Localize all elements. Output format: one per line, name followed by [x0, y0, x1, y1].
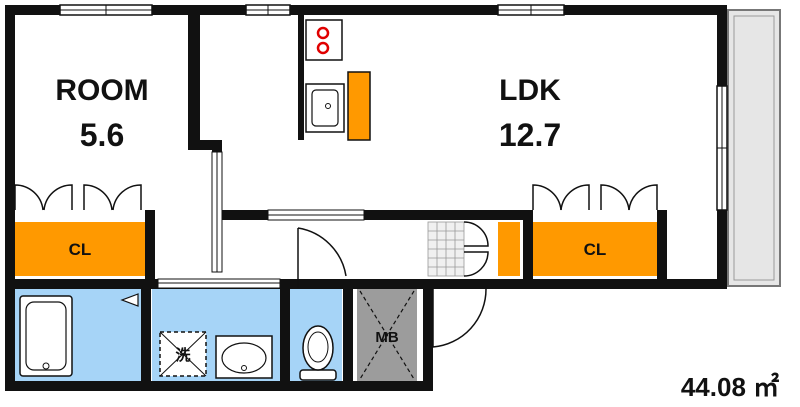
toilet: [299, 325, 337, 381]
closet-ldk: [533, 222, 657, 276]
windows: [59, 4, 728, 211]
closet-room-label: CL: [69, 240, 92, 259]
shoe-cabinet: [498, 222, 520, 276]
stove: [305, 19, 343, 61]
entrance-door: [432, 288, 487, 348]
meter-box-cross: [359, 290, 415, 380]
kitchen-sink: [305, 83, 345, 133]
closet-room: [15, 222, 145, 276]
balcony: [727, 9, 781, 287]
meter-box-label: MB: [375, 329, 398, 346]
ldk-name-label: LDK: [499, 74, 561, 107]
washing-machine-spot: [159, 331, 207, 377]
laundry-label: 洗: [175, 346, 190, 364]
washbasin: [215, 335, 273, 379]
kitchen-counter: [347, 71, 371, 141]
bathtub: [19, 295, 73, 377]
ldk-size-label: 12.7: [499, 117, 561, 153]
room-size-label: 5.6: [80, 117, 124, 153]
total-area-label: 44.08 ㎡: [681, 372, 779, 402]
closet-ldk-label: CL: [584, 240, 607, 259]
toilet-door: [297, 227, 347, 288]
closet-doors: [14, 184, 658, 277]
entrance-tiles: [427, 221, 465, 277]
sliding-doors: [157, 151, 365, 289]
shower-valve: [120, 293, 139, 307]
room-name-label: ROOM: [55, 74, 148, 107]
